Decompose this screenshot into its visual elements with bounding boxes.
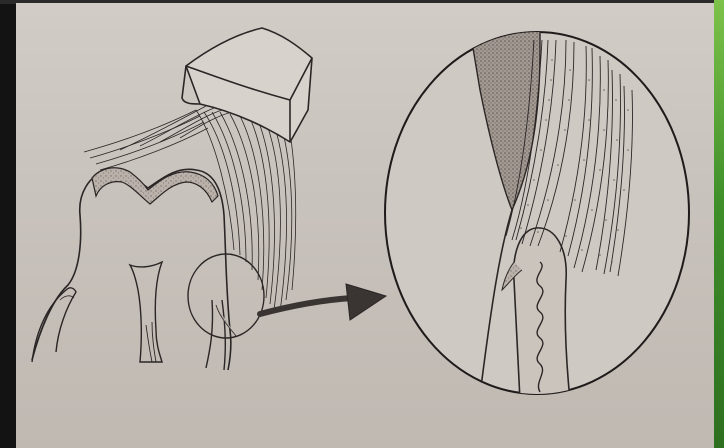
tooth-illustration — [32, 168, 236, 370]
enamel-band — [92, 168, 218, 204]
enlarged-detail-icon — [385, 30, 689, 400]
adjacent-gum — [32, 288, 76, 362]
tooth-outline — [32, 169, 231, 370]
pulp-canal — [130, 262, 162, 362]
canal-lines — [146, 322, 156, 362]
arrow-right-icon — [260, 284, 386, 320]
